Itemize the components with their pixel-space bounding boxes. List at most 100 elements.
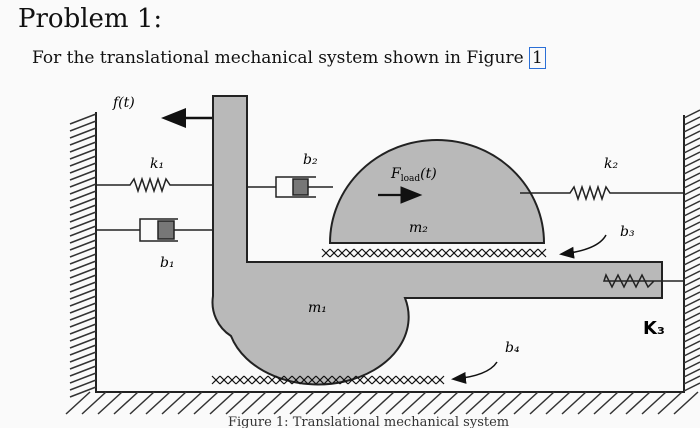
roller-mark: [425, 248, 435, 258]
label-k1: k₁: [150, 156, 164, 172]
hatch-line: [683, 263, 700, 273]
hatch-line: [337, 391, 363, 415]
roller-mark: [345, 248, 355, 258]
hatch-line: [683, 305, 700, 315]
roller-mark: [347, 375, 357, 385]
hatch-line: [683, 186, 700, 196]
damper-b2: [247, 176, 333, 198]
intro-text: For the translational mechanical system …: [32, 48, 524, 68]
hatch-line: [129, 391, 155, 415]
roller-mark: [329, 248, 339, 258]
hatch-line: [69, 232, 97, 244]
hatch-line: [683, 375, 700, 385]
hatch-line: [69, 344, 97, 356]
roller-mark: [505, 248, 515, 258]
hatch-line: [545, 391, 571, 415]
hatch-line: [683, 109, 700, 119]
hatch-line: [69, 239, 97, 251]
hatch-line: [683, 368, 700, 378]
hatch-line: [641, 391, 667, 415]
label-m2: m₂: [409, 220, 428, 236]
hatch-line: [369, 391, 395, 415]
hatch-line: [683, 165, 700, 175]
hatch-line: [257, 391, 283, 415]
hatch-line: [69, 372, 97, 384]
mass-m1: [211, 95, 663, 386]
hatch-line: [449, 391, 475, 415]
roller-mark: [387, 375, 397, 385]
roller-mark: [489, 248, 499, 258]
hatch-line: [673, 391, 699, 415]
hatch-line: [683, 340, 700, 350]
ground: [65, 391, 699, 415]
right-wall: [683, 109, 700, 392]
hatch-line: [69, 330, 97, 342]
roller-mark: [449, 248, 459, 258]
hatch-line: [683, 249, 700, 259]
figure-reference-link[interactable]: 1: [529, 47, 546, 69]
hatch-line: [69, 204, 97, 216]
hatch-line: [97, 391, 123, 415]
label-m1: m₁: [308, 300, 327, 316]
hatch-line: [161, 391, 187, 415]
hatch-line: [683, 361, 700, 371]
spring-k1: [96, 176, 213, 194]
hatch-line: [69, 113, 97, 125]
roller-mark: [307, 375, 317, 385]
hatch-line: [145, 391, 171, 415]
roller-mark: [481, 248, 491, 258]
hatch-line: [69, 211, 97, 223]
rollers-m2: [321, 248, 547, 258]
hatch-line: [401, 391, 427, 415]
hatch-line: [683, 144, 700, 154]
problem-heading: Problem 1:: [18, 4, 163, 34]
roller-mark: [395, 375, 405, 385]
hatch-line: [81, 391, 107, 415]
hatch-line: [69, 120, 97, 132]
roller-mark: [259, 375, 269, 385]
rollers-m1: [211, 375, 445, 385]
hatch-line: [69, 316, 97, 328]
hatch-line: [683, 277, 700, 287]
hatch-line: [593, 391, 619, 415]
hatch-line: [683, 130, 700, 140]
hatch-line: [683, 214, 700, 224]
spring-k2: [520, 184, 684, 202]
roller-mark: [411, 375, 421, 385]
hatch-line: [69, 351, 97, 363]
hatch-line: [529, 391, 555, 415]
hatch-line: [683, 207, 700, 217]
label-f-load-symbol: F: [390, 166, 402, 182]
roller-mark: [227, 375, 237, 385]
hatch-line: [209, 391, 235, 415]
hatch-line: [683, 172, 700, 182]
hatch-line: [577, 391, 603, 415]
hatch-line: [609, 391, 635, 415]
label-b4: b₄: [505, 340, 520, 356]
hatch-line: [683, 270, 700, 280]
hatch-line: [69, 323, 97, 335]
hatch-line: [241, 391, 267, 415]
hatch-line: [683, 312, 700, 322]
hatch-line: [289, 391, 315, 415]
roller-mark: [353, 248, 363, 258]
hatch-line: [683, 158, 700, 168]
pointer-b4: [451, 361, 498, 384]
hatch-line: [683, 319, 700, 329]
hatch-line: [69, 337, 97, 349]
roller-mark: [339, 375, 349, 385]
roller-mark: [361, 248, 371, 258]
hatch-line: [69, 127, 97, 139]
problem-intro: For the translational mechanical system …: [32, 47, 546, 69]
hatch-line: [305, 391, 331, 415]
label-f-load-arg: (t): [420, 166, 437, 182]
hatch-line: [193, 391, 219, 415]
hatch-line: [321, 391, 347, 415]
hatch-line: [353, 391, 379, 415]
hatch-line: [69, 148, 97, 160]
roller-mark: [393, 248, 403, 258]
roller-mark: [369, 248, 379, 258]
hatch-line: [433, 391, 459, 415]
